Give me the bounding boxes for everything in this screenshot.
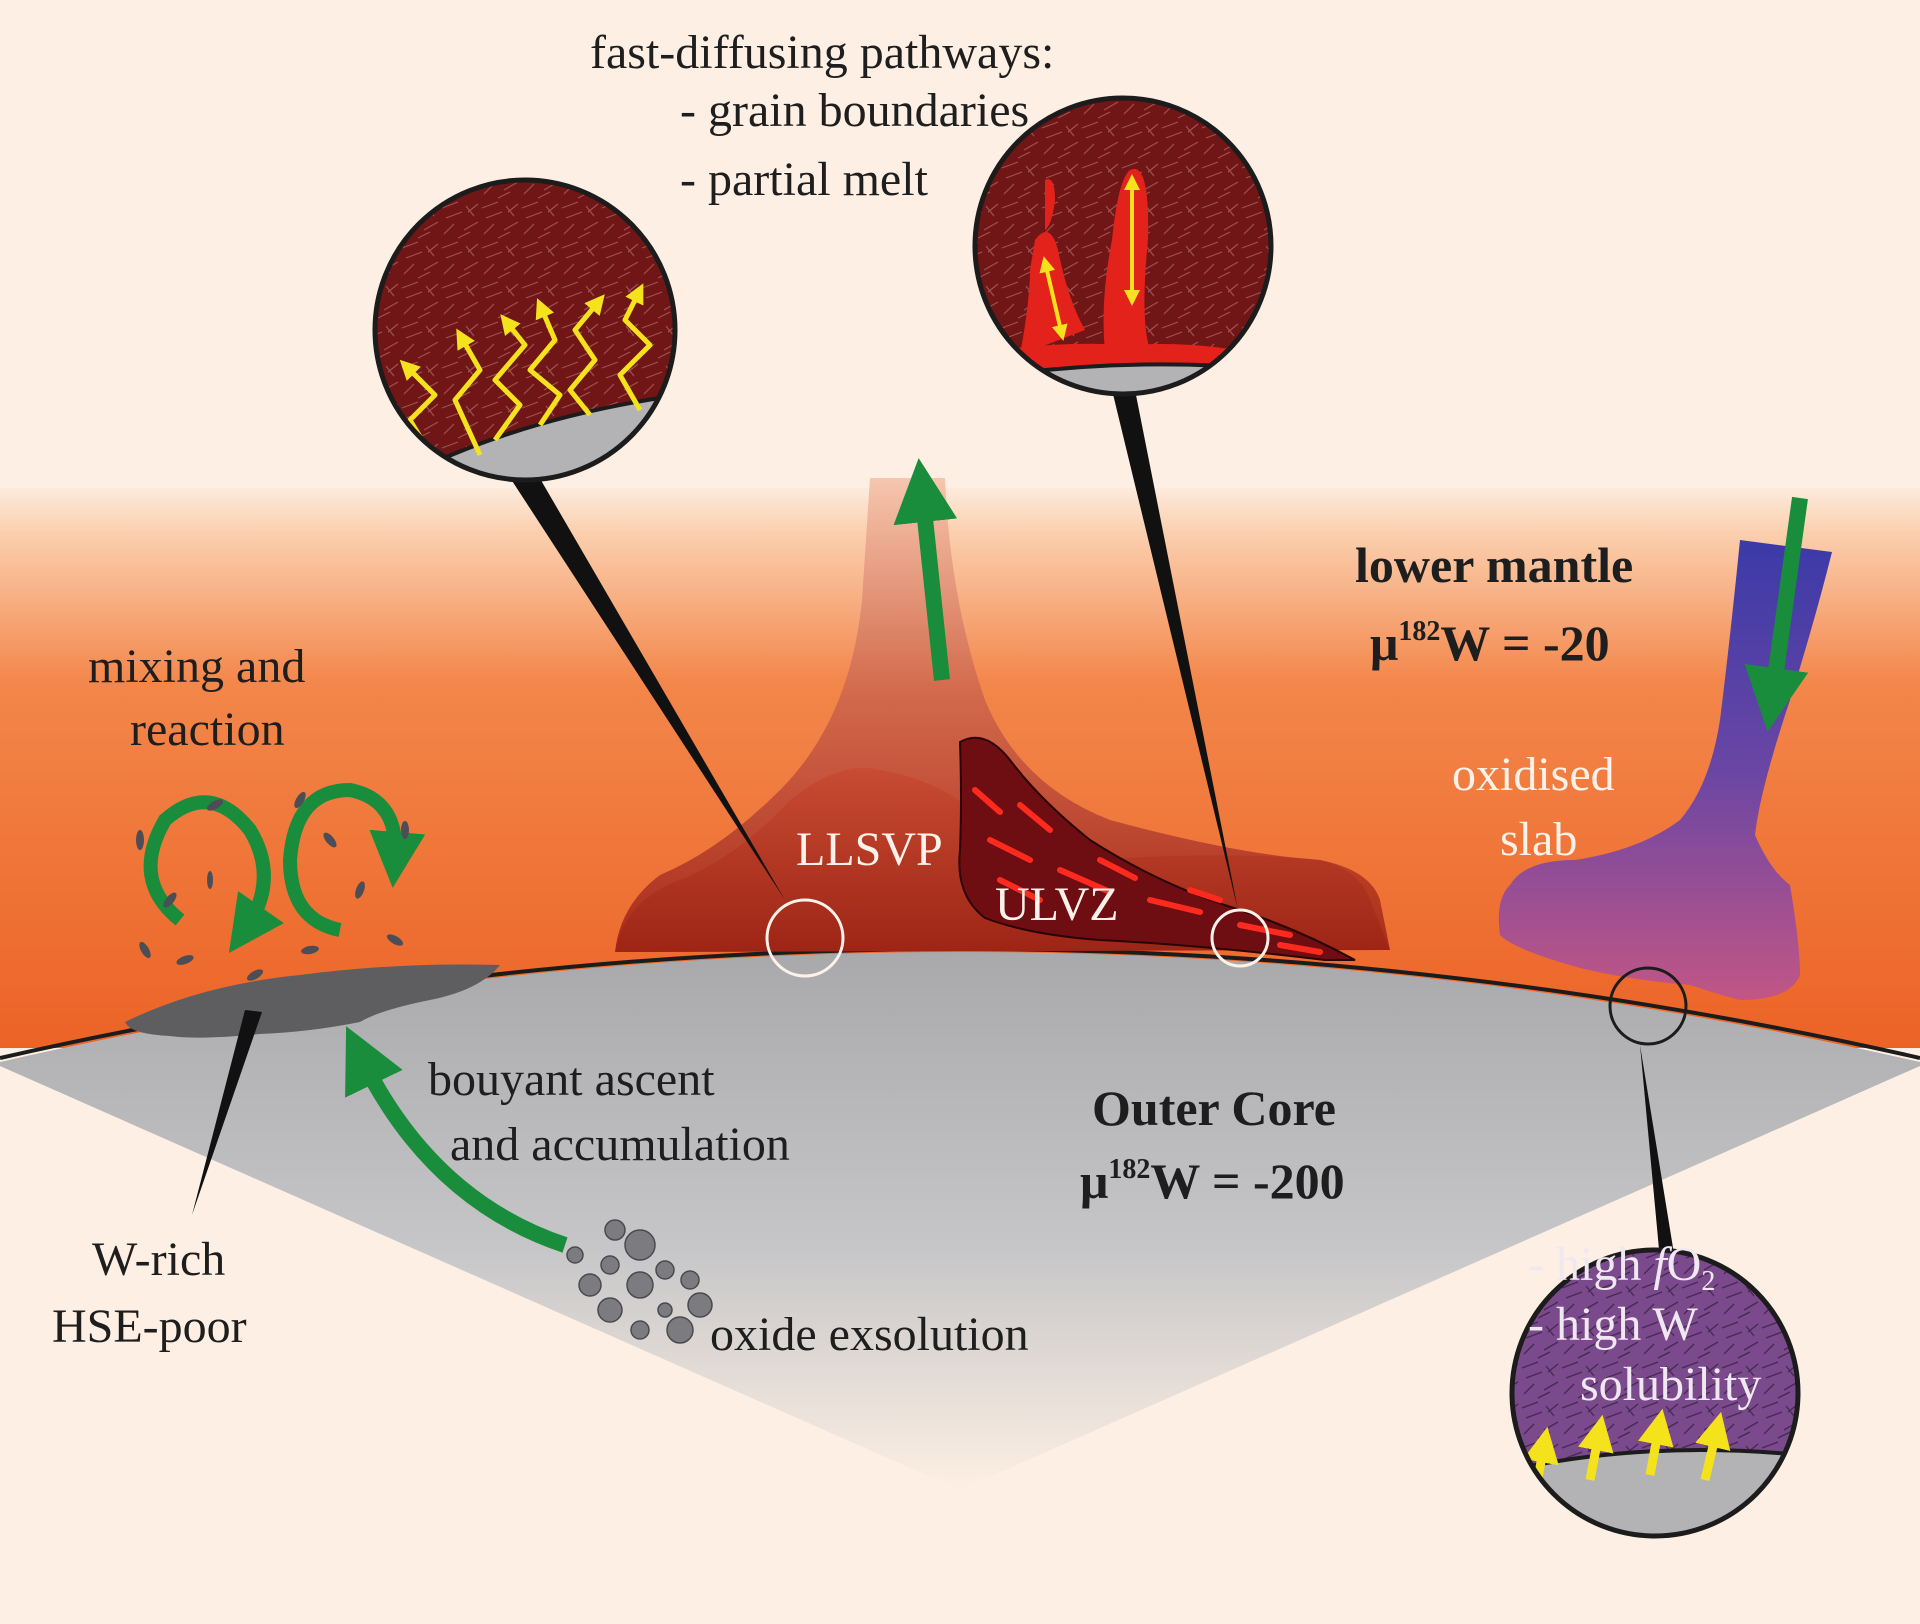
- llsvp-locator-ring: [765, 898, 845, 978]
- lower-mantle-title: lower mantle: [1355, 537, 1633, 593]
- slab-callout-line2: - high W: [1528, 1298, 1698, 1351]
- pathways-item-partial-melt: - partial melt: [680, 153, 929, 206]
- slab-descent-arrow: [1744, 496, 1809, 732]
- slab-label: slab: [1500, 813, 1577, 866]
- plume-ascent-arrow: [893, 458, 958, 681]
- slab-callout-line3: solubility: [1580, 1358, 1761, 1411]
- exsolution-label: oxide exsolution: [710, 1308, 1029, 1361]
- callout-partial-melt: [972, 95, 1274, 397]
- callout-pointer-3: [1640, 1045, 1675, 1260]
- ascent-label-line2: and accumulation: [450, 1118, 790, 1171]
- llsvp-label: LLSVP: [796, 823, 943, 876]
- outer-core-region: [0, 952, 1920, 1490]
- oxidised-label: oxidised: [1452, 748, 1615, 801]
- ulvz-melt-lenses: [972, 787, 1323, 955]
- outer-core-title: Outer Core: [1092, 1080, 1336, 1136]
- callout-pointer-1: [505, 470, 785, 900]
- w-rich-label-line1: W-rich: [92, 1233, 225, 1286]
- slab-locator-ring: [1608, 966, 1688, 1046]
- ulvz-body: [958, 736, 1356, 961]
- mixing-loop-right: [282, 782, 426, 937]
- w-rich-layer: [125, 964, 500, 1038]
- mixing-label-line2: reaction: [130, 703, 285, 756]
- w-rich-pointer: [192, 1010, 262, 1215]
- callout-grain-boundaries: [372, 177, 678, 483]
- w-rich-label-line2: HSE-poor: [52, 1300, 247, 1353]
- outer-core-mu: μ182W = -200: [1080, 1153, 1345, 1209]
- ascent-label-line1: bouyant ascent: [428, 1053, 715, 1106]
- buoyant-ascent-arrow: [345, 1026, 568, 1253]
- ulvz-label: ULVZ: [995, 878, 1119, 931]
- pathways-title: fast-diffusing pathways:: [590, 26, 1054, 79]
- mixing-label-line1: mixing and: [88, 640, 305, 693]
- slab-callout-line1: - high fO2: [1528, 1238, 1715, 1297]
- callout-slab-chemistry: [1509, 1247, 1801, 1539]
- mixing-loop-left: [143, 795, 284, 953]
- ulvz-locator-ring: [1210, 908, 1270, 968]
- lower-mantle-mu: μ182W = -20: [1370, 615, 1610, 671]
- oxide-blebs: [566, 1219, 713, 1344]
- mixing-particles: [136, 791, 409, 981]
- oxidised-slab: [1498, 540, 1832, 1000]
- callout-pointer-2: [1112, 390, 1238, 910]
- pathways-item-grain-boundaries: - grain boundaries: [680, 84, 1029, 137]
